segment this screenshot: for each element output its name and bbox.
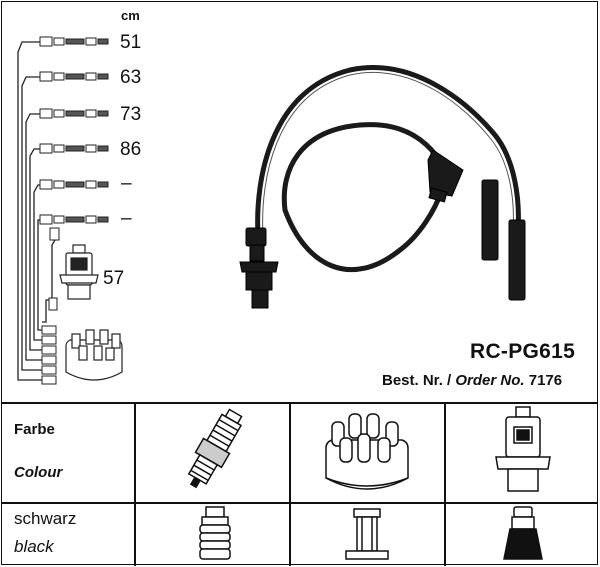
colour-value-en: black xyxy=(14,537,54,556)
cap-terminal-icon xyxy=(345,508,389,560)
lead-length-coil: 57 xyxy=(103,268,125,289)
coil-schematic xyxy=(59,244,99,300)
left-boot xyxy=(239,227,279,309)
order-prefix: Best. Nr. / xyxy=(382,372,452,389)
colour-header-de: Farbe xyxy=(14,421,55,438)
unit-label: cm xyxy=(121,8,140,23)
cap-schematic xyxy=(65,329,123,381)
table-top-border xyxy=(1,402,598,404)
lead-length-4: 86 xyxy=(120,139,142,160)
ignition-coil-icon xyxy=(495,406,551,492)
table-col-1-border xyxy=(134,402,136,566)
lead-set-schematic xyxy=(17,36,123,385)
lead-length-2: 63 xyxy=(120,67,142,88)
right-boots xyxy=(481,179,526,301)
table-mid-border xyxy=(1,502,598,504)
lead-length-6: – xyxy=(121,208,132,229)
order-line: Best. Nr. / Order No. 7176 xyxy=(382,372,562,389)
spark-plug-icon xyxy=(187,408,243,489)
lead-length-5: – xyxy=(121,173,132,194)
model-number: RC-PG615 xyxy=(470,340,576,363)
lead-connectors xyxy=(39,36,109,225)
distributor-cap-icon xyxy=(325,413,409,490)
colour-value-de: schwarz xyxy=(14,509,77,528)
table-col-3-border xyxy=(444,402,446,566)
lead-length-3: 73 xyxy=(120,104,142,125)
colour-header-en: Colour xyxy=(14,464,63,481)
ignition-cable-drawing xyxy=(239,65,526,309)
lead-length-1: 51 xyxy=(120,32,142,53)
order-label: Order No. xyxy=(455,372,525,389)
table-col-2-border xyxy=(289,402,291,566)
plug-boot-icon xyxy=(199,506,231,560)
coil-boot-icon xyxy=(503,506,543,560)
order-number: 7176 xyxy=(528,372,563,389)
angled-boot xyxy=(427,149,464,203)
